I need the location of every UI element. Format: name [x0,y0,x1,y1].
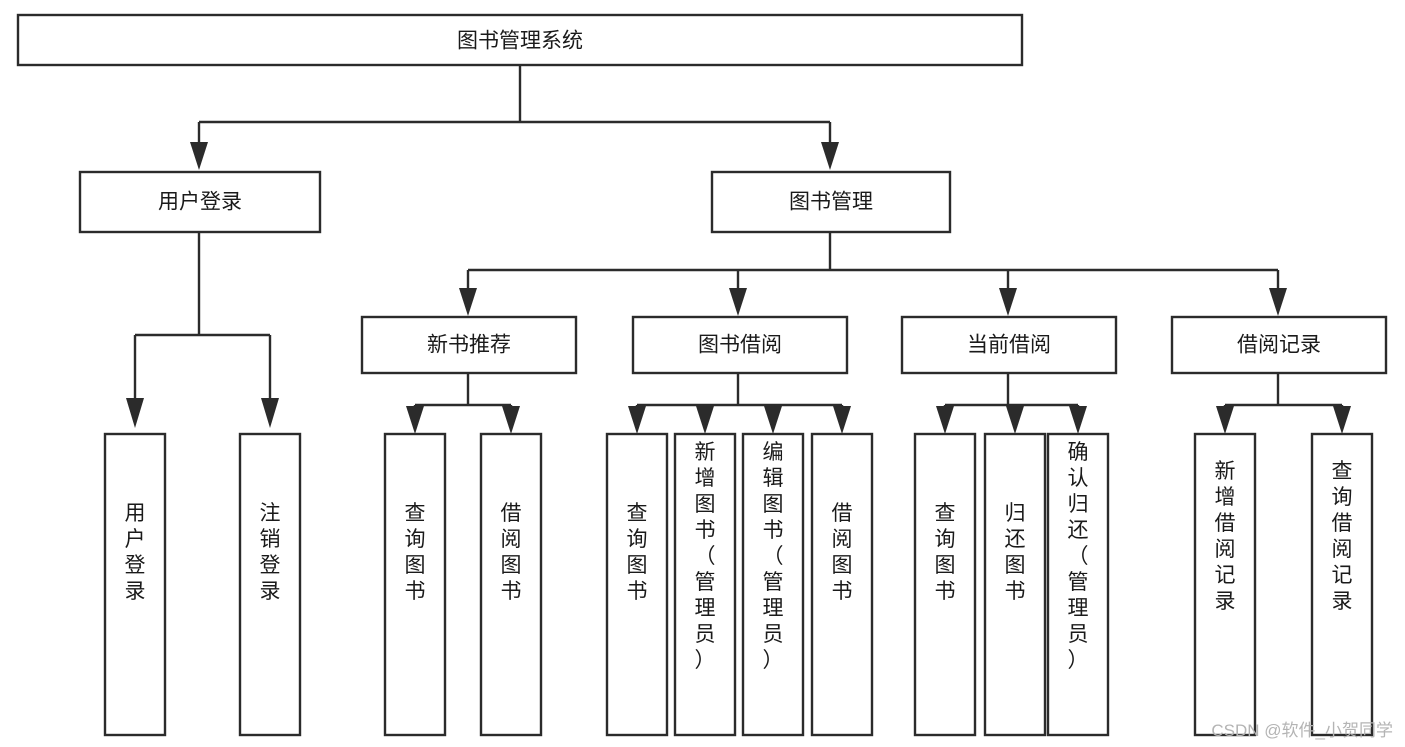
leaf-confirm-return-box[interactable] [1046,432,1110,737]
arrow-head-leaf-borrow-book-2 [833,406,851,434]
leaf-logout-login-label: 注销登录 [260,502,281,603]
leaf-add-record[interactable]: 新增借阅记录 [1193,432,1257,737]
leaf-add-book-box[interactable] [673,432,737,737]
leaf-query-book-3-label: 查询图书 [935,502,956,603]
csdn-watermark: CSDN @软件_小贺同学 [1211,721,1393,740]
leaf-edit-book-label: 编辑图书（管理员） [763,441,784,672]
node-borrow-record-box[interactable] [1170,315,1388,375]
node-new-book-recommend-box[interactable] [360,315,578,375]
arrow-head-book-borrow [729,288,747,316]
node-borrow-record[interactable]: 借阅记录 [1170,315,1388,375]
node-user-login-box[interactable] [78,170,322,234]
leaf-borrow-book-2-label: 借阅图书 [832,502,853,603]
arrow-head-leaf-borrow-book-1 [502,406,520,434]
arrow-head-leaf-logout-login [261,398,279,428]
leaf-query-record-box[interactable] [1310,432,1374,737]
arrow-head-borrow-record [1269,288,1287,316]
leaf-query-book-3[interactable]: 查询图书 [913,432,977,737]
arrow-head-leaf-query-record [1333,406,1351,434]
node-root-label: 图书管理系统 [457,30,583,53]
leaf-query-book-3-box[interactable] [913,432,977,737]
node-root[interactable]: 图书管理系统 [16,13,1024,67]
node-current-borrow-box[interactable] [900,315,1118,375]
leaf-query-book-1[interactable]: 查询图书 [383,432,447,737]
leaf-query-book-2[interactable]: 查询图书 [605,432,669,737]
node-book-borrow-box[interactable] [631,315,849,375]
leaf-add-book-label: 新增图书（管理员） [695,441,716,672]
leaf-logout-login[interactable]: 注销登录 [238,432,302,737]
leaf-return-book[interactable]: 归还图书 [983,432,1047,737]
node-root-box[interactable] [16,13,1024,67]
leaf-logout-login-box[interactable] [238,432,302,737]
leaf-user-login[interactable]: 用户登录 [103,432,167,737]
leaf-edit-book[interactable]: 编辑图书（管理员） [741,432,805,737]
node-book-borrow[interactable]: 图书借阅 [631,315,849,375]
node-book-manage[interactable]: 图书管理 [710,170,952,234]
arrow-head-leaf-query-book-2 [628,406,646,434]
node-book-borrow-label: 图书借阅 [698,334,782,357]
leaf-add-record-label: 新增借阅记录 [1215,460,1236,613]
leaf-query-book-2-label: 查询图书 [627,502,648,603]
arrow-head-leaf-query-book-3 [936,406,954,434]
leaf-borrow-book-1[interactable]: 借阅图书 [479,432,543,737]
leaf-query-book-1-box[interactable] [383,432,447,737]
leaf-add-book[interactable]: 新增图书（管理员） [673,432,737,737]
node-new-book-recommend-label: 新书推荐 [427,334,511,357]
node-user-login[interactable]: 用户登录 [78,170,322,234]
leaf-confirm-return-label: 确认归还（管理员） [1068,441,1089,672]
leaf-query-record[interactable]: 查询借阅记录 [1310,432,1374,737]
leaf-query-book-2-box[interactable] [605,432,669,737]
node-current-borrow-label: 当前借阅 [967,334,1051,357]
leaf-borrow-book-1-label: 借阅图书 [501,502,522,603]
leaf-user-login-box[interactable] [103,432,167,737]
leaf-borrow-book-2-box[interactable] [810,432,874,737]
arrow-head-new-book-recommend [459,288,477,316]
node-book-manage-label: 图书管理 [789,191,873,214]
arrow-head-leaf-query-book-1 [406,406,424,434]
arrow-head-user-login [190,142,208,170]
leaf-return-book-label: 归还图书 [1005,502,1026,603]
leaf-borrow-book-2[interactable]: 借阅图书 [810,432,874,737]
arrow-head-leaf-add-record [1216,406,1234,434]
arrow-head-current-borrow [999,288,1017,316]
leaf-return-book-box[interactable] [983,432,1047,737]
node-current-borrow[interactable]: 当前借阅 [900,315,1118,375]
leaf-confirm-return[interactable]: 确认归还（管理员） [1046,432,1110,737]
node-book-manage-box[interactable] [710,170,952,234]
leaf-query-record-label: 查询借阅记录 [1332,460,1353,613]
node-borrow-record-label: 借阅记录 [1237,334,1321,357]
leaf-borrow-book-1-box[interactable] [479,432,543,737]
leaf-add-record-box[interactable] [1193,432,1257,737]
leaf-user-login-label: 用户登录 [125,502,146,603]
node-user-login-label: 用户登录 [158,191,242,214]
node-new-book-recommend[interactable]: 新书推荐 [360,315,578,375]
arrow-head-book-manage [821,142,839,170]
arrow-head-leaf-add-book [696,406,714,434]
arrow-head-leaf-user-login [126,398,144,428]
arrow-head-leaf-edit-book [764,406,782,434]
leaf-query-book-1-label: 查询图书 [405,502,426,603]
arrow-head-leaf-return-book [1006,406,1024,434]
connector-layer [126,65,1351,434]
arrow-head-leaf-confirm-return [1069,406,1087,434]
leaf-edit-book-box[interactable] [741,432,805,737]
